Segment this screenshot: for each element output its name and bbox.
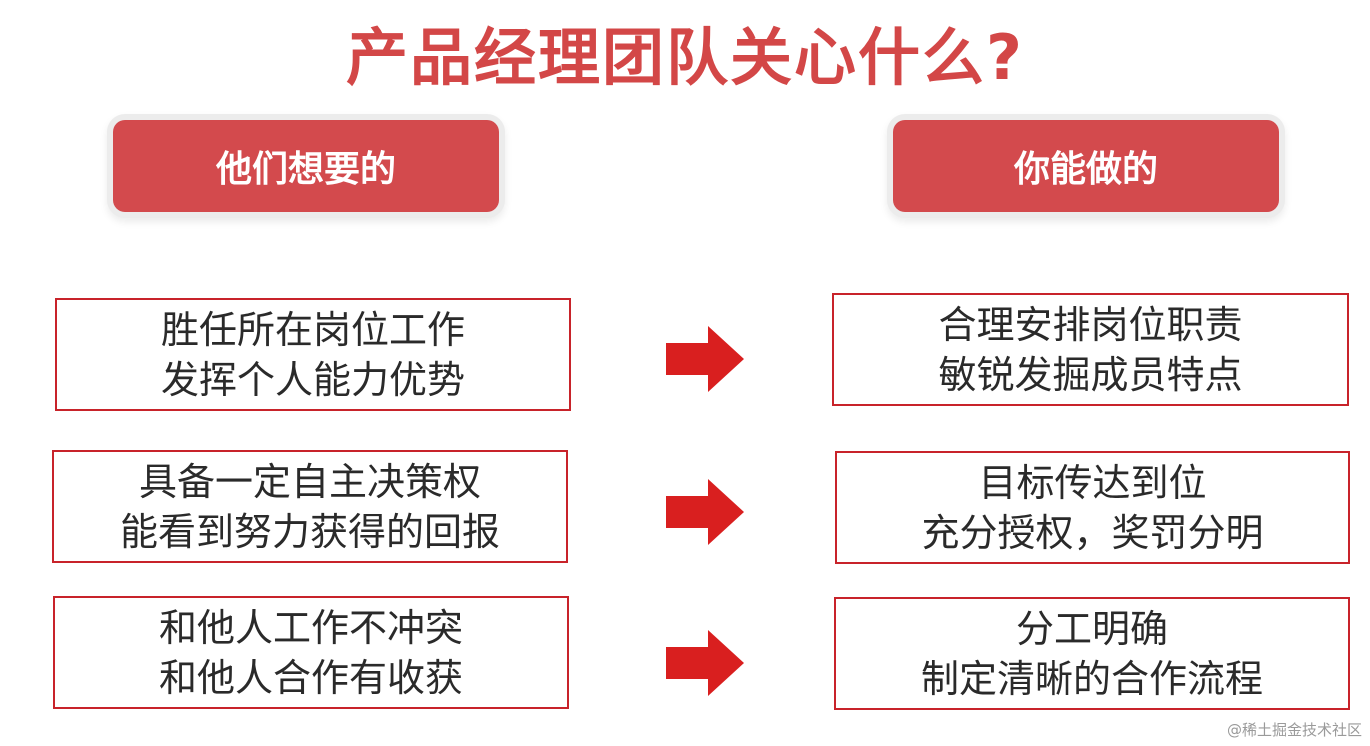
right-box-2: 目标传达到位 充分授权，奖罚分明 [835, 451, 1350, 564]
left-box-3-line-2: 和他人合作有收获 [158, 655, 463, 700]
arrow-right-shape [666, 326, 744, 392]
right-box-1-line-1: 合理安排岗位职责 [938, 302, 1243, 347]
right-box-3-line-2: 制定清晰的合作流程 [920, 656, 1263, 701]
right-box-2-line-2: 充分授权，奖罚分明 [921, 510, 1264, 555]
left-box-2-line-2: 能看到努力获得的回报 [119, 509, 500, 554]
left-box-1-line-2: 发挥个人能力优势 [160, 357, 465, 402]
header-what-you-can-do: 你能做的 [893, 120, 1279, 212]
left-box-1-line-1: 胜任所在岗位工作 [160, 307, 465, 352]
arrow-right-icon [666, 479, 744, 545]
header-what-they-want: 他们想要的 [113, 120, 499, 212]
left-box-3: 和他人工作不冲突 和他人合作有收获 [53, 596, 569, 709]
page-title: 产品经理团队关心什么? [346, 21, 1024, 94]
arrow-right-shape [666, 479, 744, 545]
left-box-3-line-1: 和他人工作不冲突 [158, 605, 463, 650]
left-box-1: 胜任所在岗位工作 发挥个人能力优势 [55, 298, 571, 411]
right-box-3: 分工明确 制定清晰的合作流程 [834, 597, 1350, 710]
right-box-1: 合理安排岗位职责 敏锐发掘成员特点 [832, 293, 1349, 406]
watermark: @稀土掘金技术社区 [1226, 721, 1362, 739]
arrow-right-icon [666, 630, 744, 696]
header-what-they-want-label: 他们想要的 [215, 149, 396, 190]
right-box-1-line-2: 敏锐发掘成员特点 [938, 352, 1243, 397]
right-box-2-line-1: 目标传达到位 [978, 460, 1207, 505]
left-box-2-line-1: 具备一定自主决策权 [138, 459, 481, 504]
left-box-2: 具备一定自主决策权 能看到努力获得的回报 [52, 450, 568, 563]
right-box-3-line-1: 分工明确 [1015, 606, 1168, 651]
arrow-right-shape [666, 630, 744, 696]
arrow-right-icon [666, 326, 744, 392]
header-what-you-can-do-label: 你能做的 [1013, 149, 1158, 190]
